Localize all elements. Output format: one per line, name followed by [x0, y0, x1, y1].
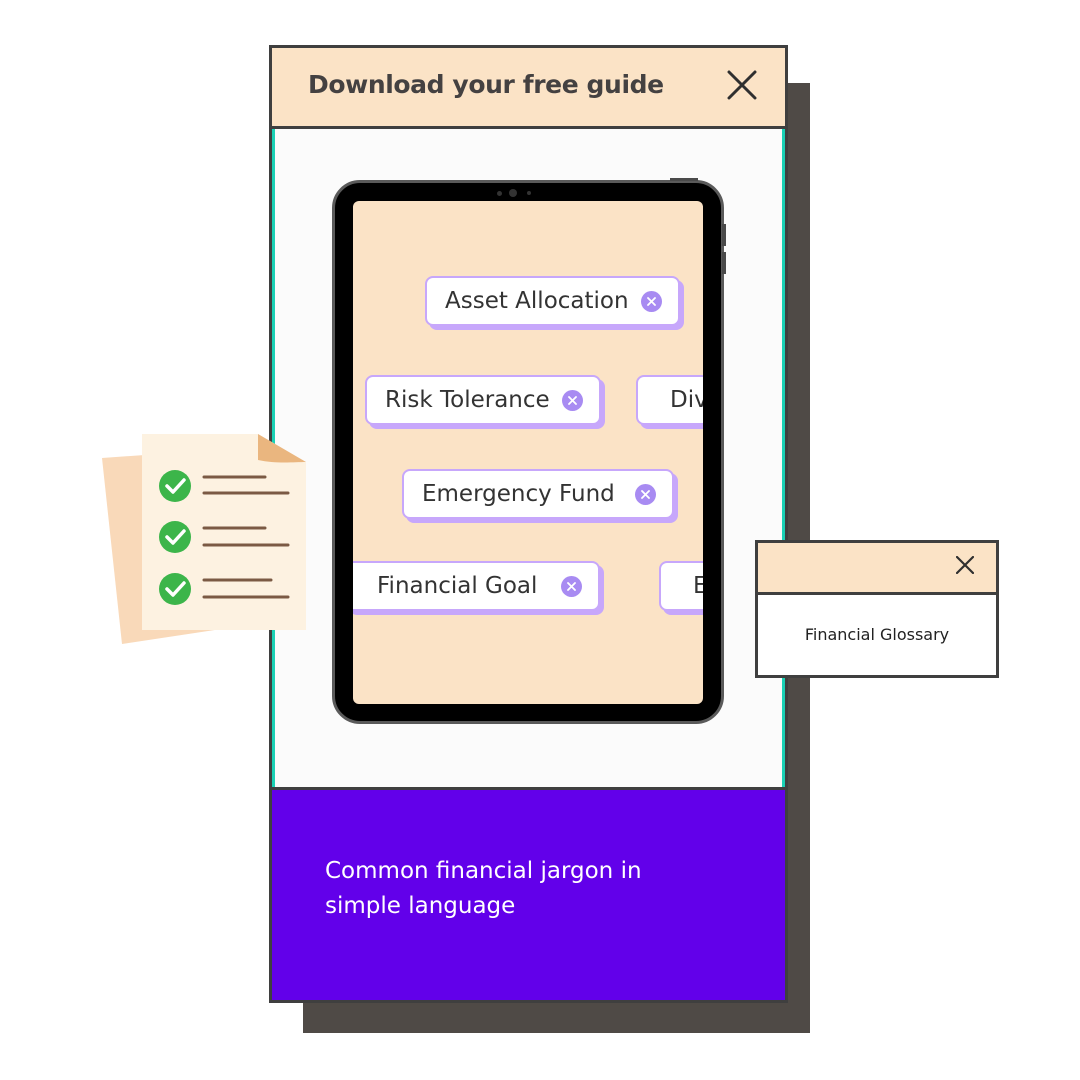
- financial-glossary-popup: Financial Glossary: [755, 540, 999, 678]
- chip-risk-tolerance[interactable]: Risk Tolerance: [365, 375, 601, 425]
- tablet-top-button: [670, 178, 698, 181]
- popup-label: Financial Glossary: [804, 625, 950, 644]
- chip-label: E: [693, 573, 703, 599]
- tablet-side-button: [722, 224, 726, 246]
- guide-description: Common financial jargon in simple langua…: [325, 858, 642, 919]
- chip-label: Financial Goal: [377, 573, 538, 599]
- chip-diversification-partial[interactable]: Div: [636, 375, 703, 425]
- popup-header: [758, 543, 996, 595]
- close-icon: [727, 70, 757, 100]
- tablet-screen: Asset Allocation Risk Tolerance Div Emer…: [353, 201, 703, 704]
- camera-lens-icon: [509, 189, 517, 197]
- remove-icon[interactable]: [561, 389, 583, 411]
- checklist-document-icon: [98, 430, 313, 650]
- tablet-device: Asset Allocation Risk Tolerance Div Emer…: [332, 180, 724, 724]
- chip-asset-allocation[interactable]: Asset Allocation: [425, 276, 680, 326]
- remove-icon[interactable]: [634, 483, 656, 505]
- remove-icon[interactable]: [640, 290, 662, 312]
- camera-icon: [497, 191, 502, 196]
- card-header: Download your free guide: [272, 48, 785, 129]
- popup-close-button[interactable]: [956, 556, 974, 574]
- chip-label: Asset Allocation: [445, 288, 629, 314]
- tablet-side-button: [722, 252, 726, 274]
- card-footer: Common financial jargon in simple langua…: [272, 787, 785, 1000]
- chip-label: Risk Tolerance: [385, 387, 550, 413]
- chip-label: Div: [670, 387, 703, 413]
- chip-emergency-fund[interactable]: Emergency Fund: [402, 469, 674, 519]
- card-title: Download your free guide: [308, 70, 664, 99]
- close-button[interactable]: [727, 70, 757, 100]
- sensor-icon: [527, 191, 531, 195]
- remove-icon[interactable]: [561, 575, 583, 597]
- chip-label: Emergency Fund: [422, 481, 615, 507]
- chip-partial[interactable]: E: [659, 561, 703, 611]
- close-icon: [956, 556, 974, 574]
- chip-financial-goal[interactable]: Financial Goal: [353, 561, 601, 611]
